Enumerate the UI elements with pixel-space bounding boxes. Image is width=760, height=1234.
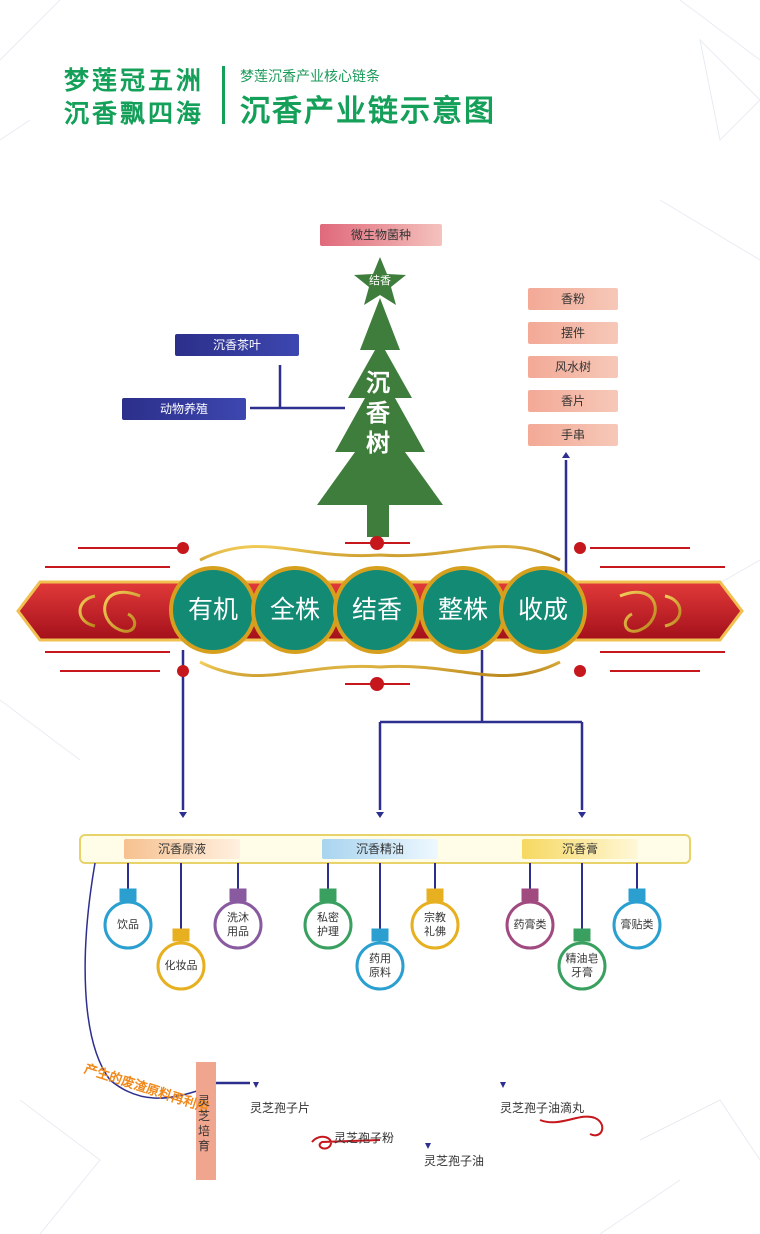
banner-item-4: 整株 bbox=[437, 595, 488, 624]
left-tag-animal: 动物养殖 bbox=[122, 398, 246, 420]
product-spore-oil-pill: 灵芝孢子油滴丸 bbox=[500, 1101, 585, 1115]
lingzhi-label: 灵芝培育 bbox=[198, 1094, 211, 1153]
bulb-bath: 洗沐 用品 bbox=[227, 911, 249, 938]
page-title: 沉香产业链示意图 bbox=[240, 94, 496, 129]
bulb-drinks: 饮品 bbox=[117, 918, 139, 931]
bulb-medicinal: 药用 原料 bbox=[369, 952, 391, 979]
category-liquid: 沉香原液 bbox=[124, 839, 240, 859]
brand-slogan: 梦莲冠五洲 沉香飘四海 bbox=[64, 64, 204, 130]
bulb-patch: 膏贴类 bbox=[620, 918, 654, 931]
banner-item-5: 收成 bbox=[517, 595, 568, 624]
product-spore-powder: 灵芝孢子粉 bbox=[334, 1131, 395, 1145]
agarwood-tree bbox=[317, 298, 443, 537]
tree-char-3: 树 bbox=[366, 429, 390, 457]
tree-char-2: 香 bbox=[366, 399, 390, 427]
banner-item-2: 全株 bbox=[269, 595, 320, 624]
product-spore-oil: 灵芝孢子油 bbox=[424, 1154, 485, 1168]
left-tag-tea: 沉香茶叶 bbox=[175, 334, 299, 356]
right-tag-5: 手串 bbox=[528, 424, 618, 446]
star-label: 结香 bbox=[369, 274, 391, 287]
product-spore-tablet: 灵芝孢子片 bbox=[250, 1101, 311, 1115]
tree-char-1: 沉 bbox=[366, 369, 390, 397]
star-icon bbox=[354, 257, 406, 305]
microbe-tag: 微生物菌种 bbox=[320, 224, 442, 246]
brand-line-1: 梦莲冠五洲 bbox=[64, 66, 205, 95]
right-tag-1: 香粉 bbox=[528, 288, 618, 310]
right-tag-4: 香片 bbox=[528, 390, 618, 412]
category-paste: 沉香膏 bbox=[522, 839, 638, 859]
header-divider bbox=[222, 66, 225, 124]
brand-line-2: 沉香飘四海 bbox=[64, 99, 205, 128]
bulb-religious: 宗教 礼佛 bbox=[424, 911, 446, 938]
category-oil: 沉香精油 bbox=[322, 839, 438, 859]
banner-item-1: 有机 bbox=[187, 595, 238, 624]
bulb-cosmetics: 化妆品 bbox=[164, 959, 198, 972]
bulb-ointment: 药膏类 bbox=[513, 918, 547, 931]
bulb-soap-toothpaste: 精油皂 牙膏 bbox=[565, 952, 599, 979]
right-tag-3: 风水树 bbox=[528, 356, 618, 378]
header-subtitle: 梦莲沉香产业核心链条 bbox=[240, 69, 380, 85]
right-tag-2: 摆件 bbox=[528, 322, 618, 344]
tree-label: 沉 香 树 bbox=[358, 368, 398, 458]
bulb-private-care: 私密 护理 bbox=[317, 911, 339, 938]
banner-item-3: 结香 bbox=[351, 595, 402, 624]
